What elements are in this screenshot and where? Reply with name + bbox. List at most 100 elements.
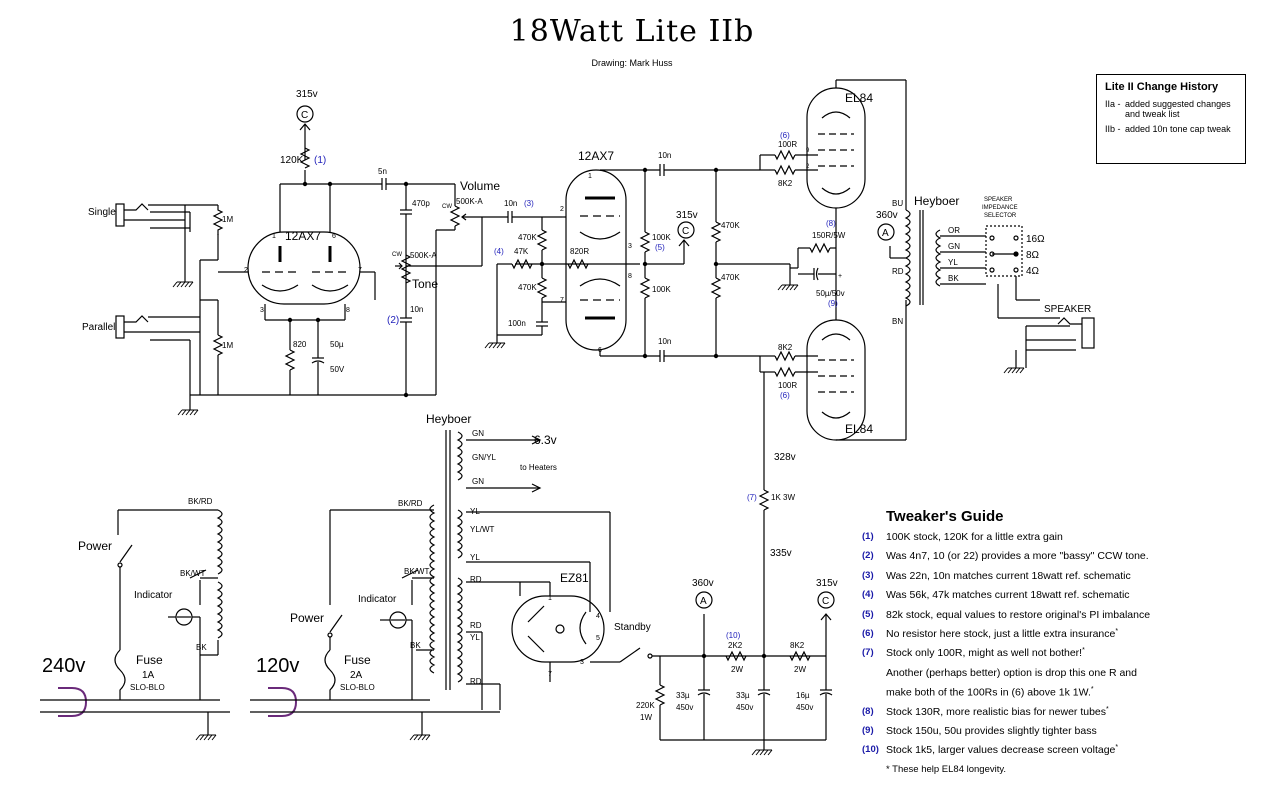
tweakers-guide-heading: Tweaker's Guide bbox=[886, 508, 1004, 525]
svg-text:100K: 100K bbox=[652, 233, 671, 242]
resistor-820r bbox=[567, 258, 589, 270]
svg-text:8: 8 bbox=[628, 273, 632, 280]
svg-text:1K 3W: 1K 3W bbox=[771, 493, 795, 502]
svg-text:IMPEDANCE: IMPEDANCE bbox=[982, 205, 1018, 211]
tube-el84-top: EL84 bbox=[806, 87, 873, 209]
svg-text:100K: 100K bbox=[652, 285, 671, 294]
svg-text:BK: BK bbox=[948, 274, 959, 283]
svg-text:10n: 10n bbox=[658, 151, 671, 160]
resistor-470k-d bbox=[710, 277, 722, 299]
svg-text:100R: 100R bbox=[778, 140, 797, 149]
resistor-120k bbox=[299, 147, 311, 169]
svg-text:12AX7: 12AX7 bbox=[578, 149, 614, 163]
guide-item: (3)Was 22n, 10n matches current 18watt r… bbox=[862, 569, 1131, 582]
svg-text:470K: 470K bbox=[518, 283, 537, 292]
svg-text:470p: 470p bbox=[412, 199, 430, 208]
svg-text:6.3v: 6.3v bbox=[534, 433, 557, 447]
svg-text:GN: GN bbox=[948, 242, 960, 251]
svg-text:CW: CW bbox=[442, 204, 452, 210]
history-item: IIa - added suggested changes and tweak … bbox=[1105, 99, 1231, 119]
svg-text:Indicator: Indicator bbox=[358, 594, 397, 605]
power-transformer: Heyboer bbox=[426, 412, 471, 690]
guide-item: (7)Stock only 100R, might as well not bo… bbox=[862, 647, 1085, 660]
svg-text:16µ: 16µ bbox=[796, 691, 810, 700]
svg-text:1: 1 bbox=[548, 595, 552, 602]
svg-text:5: 5 bbox=[596, 635, 600, 642]
svg-text:BK/WT: BK/WT bbox=[180, 569, 205, 578]
svg-text:470K: 470K bbox=[721, 221, 740, 230]
svg-text:SPEAKER: SPEAKER bbox=[1044, 304, 1091, 315]
svg-text:BK: BK bbox=[410, 641, 421, 650]
svg-text:450v: 450v bbox=[736, 703, 753, 712]
svg-text:2: 2 bbox=[560, 206, 564, 213]
svg-text:500K-A: 500K-A bbox=[456, 197, 483, 206]
mains-240v: 240v Power Indicator Fuse 1A SLO-BLO BK/… bbox=[40, 497, 230, 741]
svg-text:8K2: 8K2 bbox=[790, 641, 805, 650]
svg-text:1M: 1M bbox=[222, 215, 233, 224]
resistor-150r-5w bbox=[809, 242, 831, 254]
resistor-470k-b bbox=[536, 277, 548, 299]
svg-text:BN: BN bbox=[892, 317, 903, 326]
svg-text:8: 8 bbox=[346, 307, 350, 314]
svg-text:GN: GN bbox=[472, 429, 484, 438]
tweakers-guide: Tweaker's Guide (1)100K stock, 120K for … bbox=[862, 508, 1262, 775]
svg-text:315v: 315v bbox=[676, 210, 698, 221]
resistor-2k2 bbox=[725, 650, 747, 662]
svg-text:Heyboer: Heyboer bbox=[914, 194, 959, 208]
svg-text:50V: 50V bbox=[330, 365, 345, 374]
svg-text:500K-A: 500K-A bbox=[410, 251, 437, 260]
svg-text:33µ: 33µ bbox=[676, 691, 690, 700]
svg-text:(8): (8) bbox=[826, 219, 836, 228]
mains-120v: 120v Power Indicator Fuse 2A SLO-BLO bbox=[250, 509, 500, 741]
svg-text:Indicator: Indicator bbox=[134, 590, 173, 601]
svg-text:2K2: 2K2 bbox=[728, 641, 743, 650]
resistor-100k-b bbox=[639, 277, 651, 299]
resistor-100r-top bbox=[774, 149, 796, 161]
volume-pot bbox=[449, 205, 461, 227]
svg-text:Fuse: Fuse bbox=[136, 653, 163, 667]
resistor-1m-b bbox=[212, 334, 224, 356]
svg-text:328v: 328v bbox=[774, 452, 796, 463]
svg-text:CW: CW bbox=[392, 252, 402, 258]
svg-text:Fuse: Fuse bbox=[344, 653, 371, 667]
svg-text:50µ: 50µ bbox=[330, 340, 344, 349]
svg-text:3: 3 bbox=[260, 307, 264, 314]
svg-text:820: 820 bbox=[293, 340, 307, 349]
svg-text:2W: 2W bbox=[731, 665, 743, 674]
svg-text:360v: 360v bbox=[692, 578, 714, 589]
svg-text:A: A bbox=[700, 596, 707, 607]
svg-text:1A: 1A bbox=[142, 670, 155, 681]
resistor-1m-a bbox=[212, 205, 224, 235]
svg-text:BK: BK bbox=[196, 643, 207, 652]
svg-text:1: 1 bbox=[588, 173, 592, 180]
guide-footnote: * These help EL84 longevity. bbox=[886, 763, 1007, 775]
guide-item: (8)Stock 130R, more realistic bias for n… bbox=[862, 705, 1109, 718]
svg-text:(2): (2) bbox=[387, 315, 399, 326]
svg-text:5n: 5n bbox=[378, 167, 387, 176]
svg-text:100n: 100n bbox=[508, 319, 526, 328]
svg-text:Standby: Standby bbox=[614, 622, 651, 633]
speaker-jack[interactable] bbox=[1081, 317, 1095, 349]
svg-text:3: 3 bbox=[628, 243, 632, 250]
voltage-label: 315v bbox=[296, 89, 318, 100]
svg-text:Volume: Volume bbox=[460, 179, 500, 193]
svg-text:47K: 47K bbox=[514, 247, 529, 256]
svg-text:RD: RD bbox=[470, 677, 482, 686]
tube-12ax7-pi: 12AX7 1 2 3 8 7 6 bbox=[560, 149, 632, 354]
resistor-100k-a bbox=[639, 231, 651, 253]
page-title: 18Watt Lite IIb bbox=[509, 14, 755, 49]
svg-text:EL84: EL84 bbox=[845, 91, 873, 105]
svg-text:16Ω: 16Ω bbox=[1026, 234, 1045, 245]
svg-text:BK/WT: BK/WT bbox=[404, 567, 429, 576]
resistor-1k-3w bbox=[758, 489, 770, 511]
impedance-selector[interactable] bbox=[985, 225, 1023, 277]
resistor-470k-a bbox=[536, 229, 548, 251]
svg-text:YL: YL bbox=[470, 553, 480, 562]
node-a-360v-ot: 360v A bbox=[876, 210, 898, 241]
guide-item-continuation: Another (perhaps better) option is drop … bbox=[886, 666, 1137, 679]
svg-text:RD: RD bbox=[470, 621, 482, 630]
svg-text:150R/5W: 150R/5W bbox=[812, 231, 846, 240]
svg-text:12AX7: 12AX7 bbox=[285, 229, 321, 243]
svg-text:2A: 2A bbox=[350, 670, 363, 681]
svg-text:C: C bbox=[822, 596, 829, 607]
